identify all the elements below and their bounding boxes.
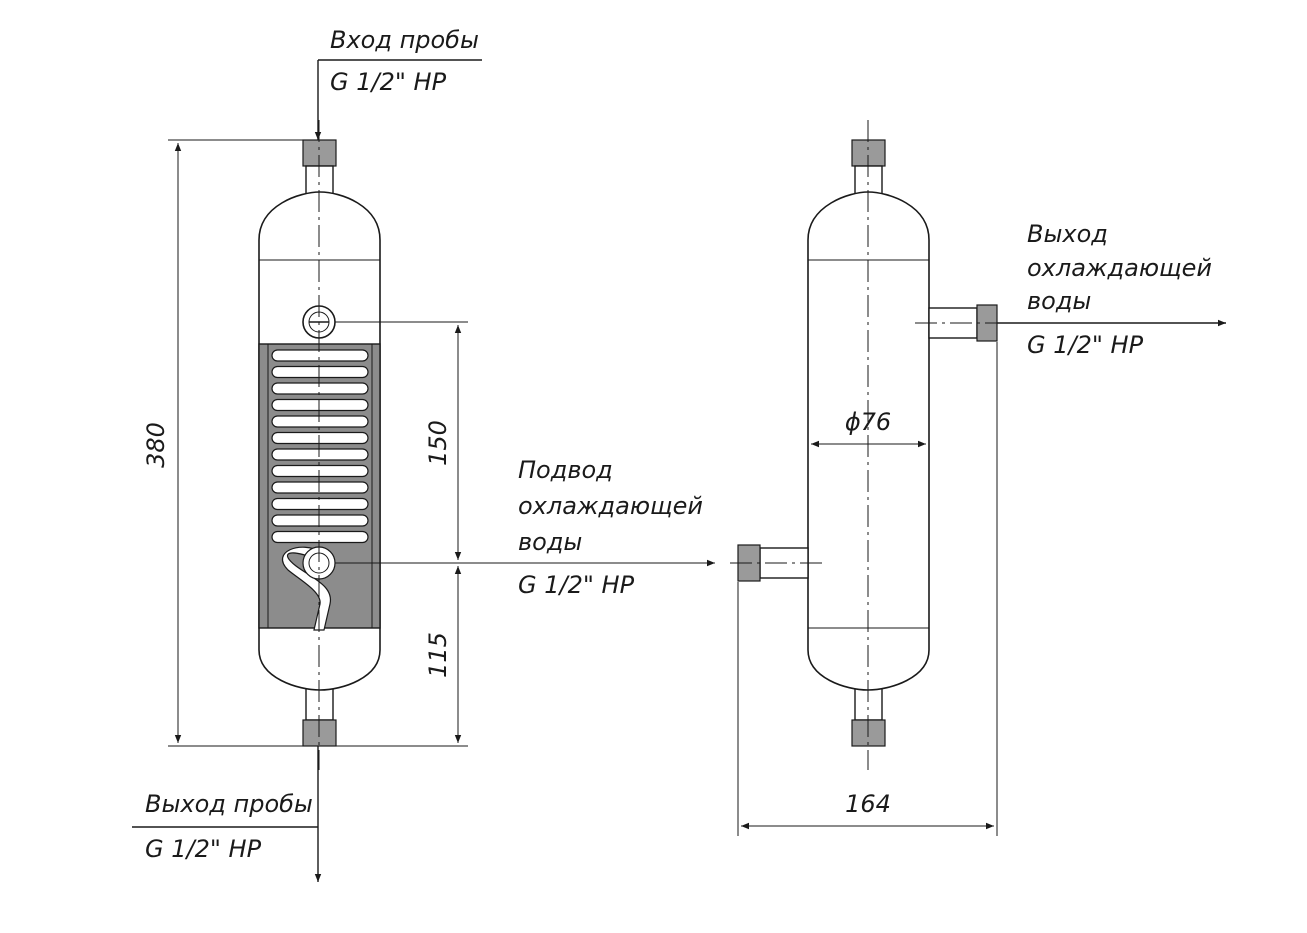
coil-turn bbox=[271, 349, 369, 362]
svg-text:164: 164 bbox=[845, 790, 891, 818]
coolant-out-label-2: охлаждающей bbox=[1027, 254, 1212, 282]
side-view bbox=[730, 120, 1010, 770]
svg-text:ϕ76: ϕ76 bbox=[845, 408, 891, 436]
outlet-sample-thread: G 1/2" НР bbox=[145, 835, 262, 863]
coolant-out-thread: G 1/2" НР bbox=[1027, 331, 1144, 359]
coil-turn bbox=[271, 514, 369, 527]
coil-turn bbox=[271, 431, 369, 445]
dimension-164: 164 bbox=[737, 342, 998, 836]
coil-turn bbox=[271, 382, 369, 395]
coil-turn bbox=[271, 398, 369, 412]
coolant-in-label-1: Подвод bbox=[518, 456, 613, 484]
svg-text:380: 380 bbox=[142, 422, 170, 468]
coil-turn bbox=[271, 497, 369, 511]
coil-turn bbox=[271, 464, 369, 478]
coil-turn bbox=[271, 415, 369, 428]
dimension-380: 380 bbox=[142, 139, 318, 747]
svg-text:115: 115 bbox=[424, 632, 452, 678]
coolant-in-label-3: воды bbox=[518, 528, 582, 556]
coil-turn bbox=[271, 448, 369, 461]
coolant-out-label-3: воды bbox=[1027, 287, 1091, 315]
coil-turn bbox=[271, 365, 369, 379]
cooling-coil bbox=[271, 349, 369, 544]
inlet-sample-label: Вход пробы bbox=[330, 26, 479, 54]
coolant-in-label-2: охлаждающей bbox=[518, 492, 703, 520]
inlet-sample-thread: G 1/2" НР bbox=[330, 68, 447, 96]
svg-text:150: 150 bbox=[424, 420, 452, 466]
dimension-150-115: 150 115 bbox=[335, 321, 715, 747]
coil-turn bbox=[271, 530, 369, 544]
coolant-in-thread: G 1/2" НР bbox=[518, 571, 635, 599]
dimension-diameter: ϕ76 bbox=[811, 408, 926, 448]
coil-turn bbox=[271, 481, 369, 494]
outlet-sample-label: Выход пробы bbox=[145, 790, 313, 818]
coolant-out-label-1: Выход bbox=[1027, 220, 1108, 248]
front-section-view bbox=[258, 120, 381, 770]
